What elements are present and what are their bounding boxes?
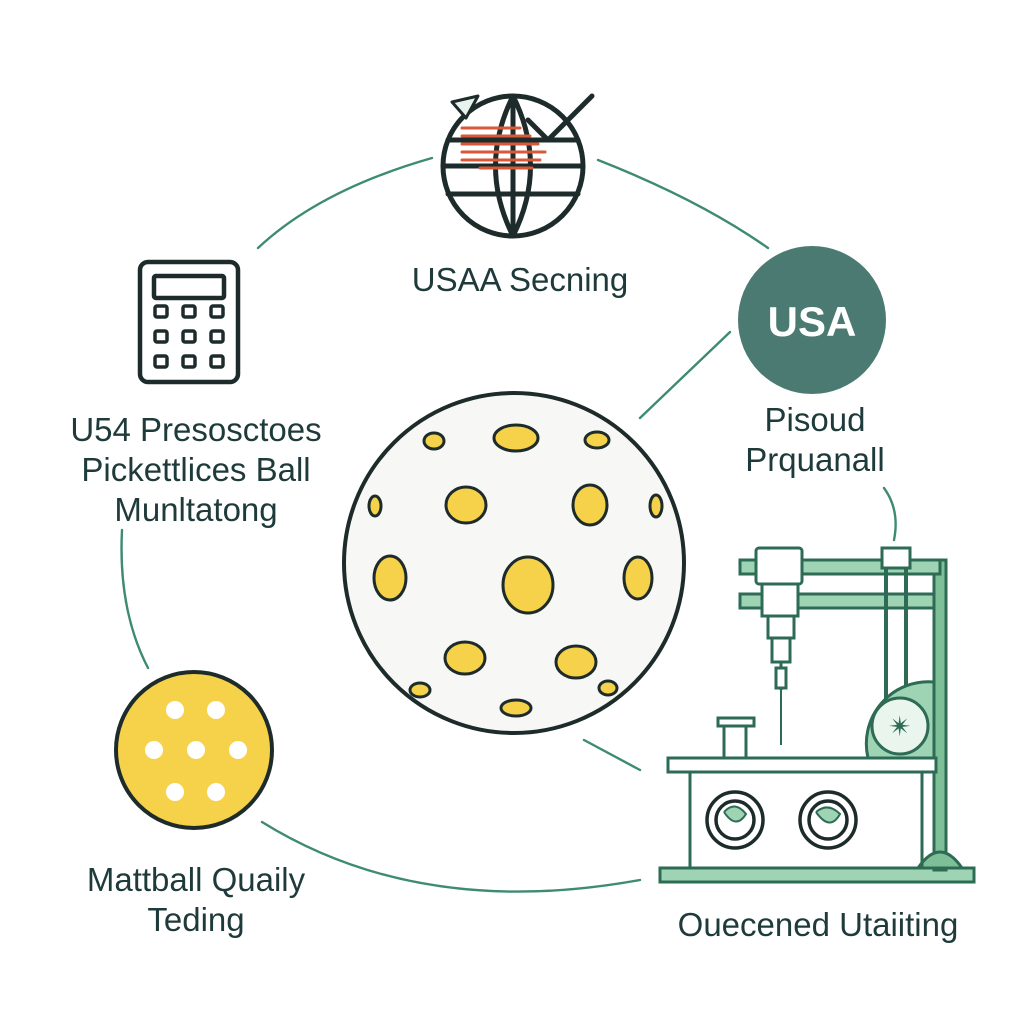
machine-base [658, 866, 976, 884]
node-label-top: USAA Secning [370, 260, 670, 300]
manufacturing-machine-icon: ✴ [658, 546, 976, 884]
node-label-bottom-right: Ouecened Utaiiting [648, 905, 988, 945]
check-mark [525, 93, 595, 143]
globe-check-icon [440, 93, 595, 239]
connector-arc-top-right [596, 158, 770, 250]
connector-line-center-bottom [582, 738, 642, 772]
connector-line-center-right [638, 330, 732, 420]
arrow-icon [450, 94, 480, 120]
node-label-top-line-1: USAA Secning [411, 261, 629, 298]
node-label-bottom-right-line-1: Ouecened Utaiiting [677, 906, 959, 943]
usa-badge-text: USA [768, 298, 857, 345]
tool-head [754, 546, 804, 690]
connector-arc-right [882, 486, 897, 542]
node-label-right-line-1: Pisoud [764, 401, 866, 438]
node-label-right: Pisoud Prquanall [690, 400, 940, 480]
svg-text:✴: ✴ [888, 711, 911, 742]
node-label-left-top: U54 Presosctoes Pickettlices Ball Munlta… [36, 410, 356, 530]
usa-badge-icon: USA [738, 246, 886, 394]
node-label-right-line-2: Prquanall [745, 441, 885, 478]
flag-stripes [460, 126, 547, 170]
node-label-left-bottom: Mattball Quaily Teding [46, 860, 346, 940]
connector-arc-top-left [256, 156, 434, 250]
connector-arc-bottom-left [260, 820, 642, 893]
work-table [666, 756, 938, 774]
pickleball-icon [114, 670, 274, 830]
node-label-left-top-line-2: Pickettlices Ball [81, 451, 311, 488]
connector-ring [120, 156, 897, 893]
connector-arc-left [120, 528, 150, 670]
machine-column [932, 558, 948, 872]
node-label-left-bottom-line-1: Mattball Quaily [86, 861, 306, 898]
node-label-left-top-line-1: U54 Presosctoes [70, 411, 322, 448]
pickleball-ball-icon [342, 391, 686, 735]
node-label-left-bottom-line-2: Teding [147, 901, 245, 938]
node-label-left-top-line-3: Munltatong [114, 491, 278, 528]
calculator-icon [137, 259, 241, 385]
